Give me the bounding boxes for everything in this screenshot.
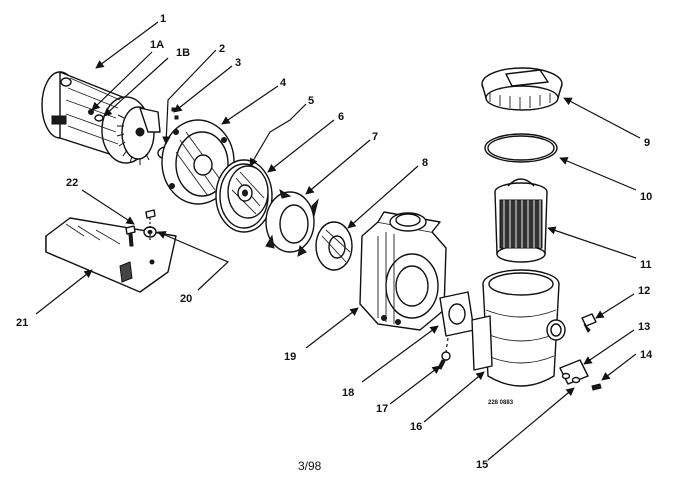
leader-4 — [221, 85, 279, 125]
leader-18 — [361, 325, 439, 383]
callout-2: 2 — [219, 43, 225, 55]
motor-part — [41, 71, 161, 165]
callout-21: 21 — [16, 317, 28, 329]
callout-13: 13 — [638, 321, 650, 333]
motor-support-part — [45, 217, 177, 293]
screw-part-14 — [591, 383, 602, 391]
seal-plate-part — [161, 119, 235, 205]
drawing-code: 228 0883 — [488, 400, 514, 406]
strainer-basket-part — [494, 178, 548, 263]
callout-18: 18 — [342, 387, 354, 399]
leader-10 — [559, 157, 637, 191]
callout-1b: 1B — [176, 47, 190, 59]
strainer-housing-part — [471, 269, 566, 387]
pump-body-part — [359, 211, 447, 331]
callout-5: 5 — [308, 95, 314, 107]
callout-1: 1 — [160, 13, 166, 25]
leader-20 — [157, 231, 230, 291]
leader-9 — [563, 97, 641, 139]
leader-6 — [267, 119, 335, 173]
leader-lines — [35, 21, 641, 461]
diffuser-part — [265, 188, 319, 257]
callout-8: 8 — [422, 157, 428, 169]
callout-3: 3 — [235, 57, 241, 69]
leader-15 — [487, 387, 575, 461]
leader-11 — [547, 226, 637, 259]
leader-5 — [249, 103, 307, 167]
leader-1b — [103, 57, 169, 117]
callout-4: 4 — [280, 77, 287, 89]
leader-3 — [173, 65, 233, 113]
leader-14 — [601, 353, 637, 381]
leader-19 — [305, 307, 359, 349]
part-1a-screw — [88, 109, 94, 115]
callout-12: 12 — [638, 285, 650, 297]
washer-part-20 — [143, 209, 157, 240]
leader-8 — [347, 165, 419, 229]
impeller-part — [227, 165, 269, 219]
callout-14: 14 — [640, 349, 653, 361]
leader-1 — [95, 21, 159, 69]
callout-6: 6 — [338, 111, 344, 123]
callout-9: 9 — [644, 137, 650, 149]
footer-date: 3/98 — [298, 459, 322, 473]
leader-16 — [423, 371, 485, 423]
cover-o-ring-part — [484, 133, 558, 163]
strainer-cover-part — [481, 67, 563, 111]
leader-21 — [35, 269, 93, 315]
diffuser-o-ring-part — [315, 221, 353, 271]
leader-2 — [162, 49, 217, 145]
callout-17: 17 — [376, 403, 388, 415]
body-gasket-part — [439, 291, 475, 353]
part-1b-washer — [94, 114, 104, 122]
callout-16: 16 — [410, 421, 422, 433]
leader-13 — [583, 329, 635, 365]
leader-12 — [595, 293, 635, 319]
washer-part-15 — [561, 372, 581, 384]
screw-part-22 — [125, 225, 136, 247]
callout-10: 10 — [640, 191, 652, 203]
leader-1a — [91, 51, 153, 111]
callout-11: 11 — [640, 259, 652, 271]
leader-7 — [305, 139, 371, 195]
callout-15: 15 — [476, 459, 488, 471]
callout-labels: 1 1A 1B 2 3 4 5 6 7 8 9 10 11 12 13 14 1… — [16, 13, 653, 471]
drain-plug-part — [581, 313, 597, 333]
callout-22: 22 — [66, 177, 78, 189]
callout-7: 7 — [372, 131, 378, 143]
callout-19: 19 — [284, 351, 296, 363]
leader-22 — [81, 189, 135, 225]
callout-1a: 1A — [150, 39, 164, 51]
callout-20: 20 — [180, 293, 192, 305]
leader-17 — [389, 365, 441, 405]
